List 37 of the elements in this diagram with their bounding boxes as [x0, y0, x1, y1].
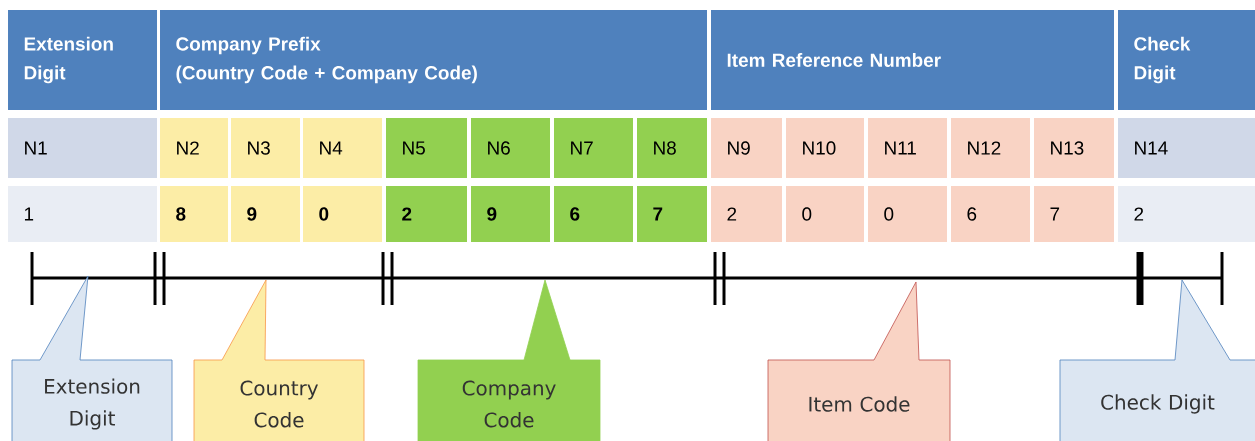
table-cell: N4 [303, 118, 382, 178]
callout-box: Extension Digit [11, 275, 173, 441]
table-cell: N5 [386, 118, 467, 178]
callout-box: Company Code [417, 279, 601, 441]
table-cell: N6 [471, 118, 550, 178]
table-cell: 9 [471, 186, 550, 242]
table-cell: 9 [231, 186, 300, 242]
table-cell: 2 [711, 186, 782, 242]
table-cell: 1 [8, 186, 157, 242]
callout-box: Country Code [193, 279, 365, 441]
table-cell: 2 [386, 186, 467, 242]
table-cell: N3 [231, 118, 300, 178]
table-cell: N1 [8, 118, 157, 178]
table-cell: N14 [1118, 118, 1255, 178]
table-cell: N2 [160, 118, 228, 178]
table-cell: 0 [786, 186, 864, 242]
table-cell: 8 [160, 186, 228, 242]
table-cell: 0 [303, 186, 382, 242]
header-cell: Extension Digit [8, 10, 157, 110]
header-cell: Company Prefix (Country Code + Company Code) [160, 10, 707, 110]
table-cell: N10 [786, 118, 864, 178]
table-cell: N12 [951, 118, 1030, 178]
table-cell: 6 [951, 186, 1030, 242]
header-cell: Item Reference Number [711, 10, 1114, 110]
table-cell: N7 [554, 118, 633, 178]
table-cell: N13 [1034, 118, 1114, 178]
callout-box: Item Code [767, 281, 951, 441]
table-cell: 7 [637, 186, 707, 242]
table-cell: N9 [711, 118, 782, 178]
table-cell: N8 [637, 118, 707, 178]
table-cell: 6 [554, 186, 633, 242]
callout-box: Check Digit [1059, 279, 1255, 441]
table-cell: 2 [1118, 186, 1255, 242]
table-cell: 0 [868, 186, 947, 242]
header-cell: Check Digit [1118, 10, 1255, 110]
table-cell: 7 [1034, 186, 1114, 242]
table-cell: N11 [868, 118, 947, 178]
